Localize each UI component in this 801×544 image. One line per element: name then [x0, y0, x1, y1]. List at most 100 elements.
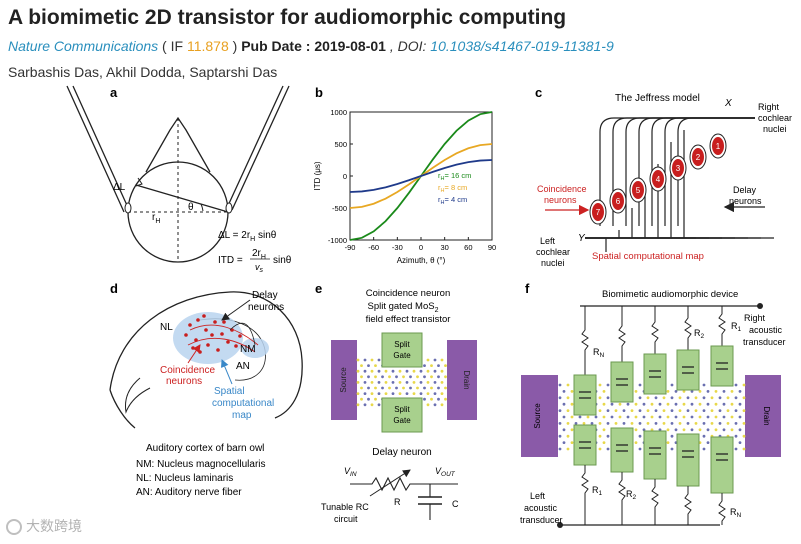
lattice-atom — [710, 396, 714, 400]
lattice-atom — [558, 383, 562, 387]
lattice-atom — [710, 409, 714, 412]
resistor-bottom — [718, 493, 726, 525]
delay-neurons-2: neurons — [248, 302, 284, 313]
lattice-atom — [690, 415, 694, 419]
panel-f: f Biomimetic audiomorphic device Source … — [520, 281, 786, 528]
delay-label-2: neurons — [729, 196, 762, 206]
lattice-atom — [437, 386, 440, 390]
x-tick-label: 30 — [440, 243, 448, 252]
f-device-array — [573, 306, 734, 525]
lattice-atom — [412, 369, 416, 373]
lattice-atom — [367, 397, 370, 401]
lattice-atom — [426, 403, 430, 407]
panel-b-label: b — [315, 85, 323, 100]
lattice-atom — [558, 396, 562, 400]
panel-c-label: c — [535, 85, 542, 100]
neuron-number: 1 — [716, 142, 721, 151]
lattice-atom — [650, 402, 654, 406]
axon-right — [677, 117, 755, 226]
owl-spatial-3: map — [232, 410, 252, 421]
lattice-atom — [674, 428, 678, 432]
lattice-atom — [426, 392, 430, 395]
lattice-atom — [598, 409, 602, 412]
lattice-atom — [722, 415, 726, 419]
e-split-gate-top — [381, 332, 423, 368]
lattice-atom — [440, 358, 444, 362]
neuron-number: 2 — [696, 153, 701, 162]
lattice-atom — [426, 369, 430, 373]
resistor-top — [718, 306, 726, 346]
lattice-atom — [381, 375, 384, 379]
lattice-atom — [416, 375, 419, 379]
lattice-atom — [402, 375, 405, 379]
f-rn-top: RN — [593, 347, 605, 359]
theta-label: θ — [188, 202, 194, 213]
e-split-gate-bottom — [381, 397, 423, 433]
lattice-atom — [678, 409, 682, 412]
lattice-atom — [430, 364, 433, 367]
watermark: 大数跨境 — [6, 516, 82, 536]
jeffress-axons — [585, 117, 774, 252]
axon-right — [638, 117, 755, 226]
lattice-atom — [654, 396, 658, 400]
lattice-atom — [702, 383, 706, 387]
neuron-dot — [191, 346, 195, 350]
lattice-atom — [370, 369, 374, 373]
lattice-atom — [570, 390, 574, 393]
lattice-atom — [630, 409, 634, 412]
x-tick-label: -90 — [345, 243, 356, 252]
lattice-atom — [706, 441, 710, 444]
lattice-atom — [356, 369, 360, 373]
f-drain-electrode — [745, 375, 781, 457]
lattice-atom — [363, 403, 367, 407]
f-source-label: Source — [533, 403, 542, 429]
neuron-dot — [210, 333, 214, 337]
lattice-atom — [666, 428, 670, 432]
lattice-atom — [618, 415, 622, 419]
lattice-atom — [638, 409, 642, 412]
resistor-top — [651, 306, 659, 354]
lattice-atom — [409, 386, 412, 390]
lattice-atom — [412, 392, 416, 395]
lattice-atom — [356, 403, 360, 407]
lattice-atom — [706, 428, 710, 432]
right-nuclei-1: Right — [758, 102, 780, 112]
doi-link[interactable]: 10.1038/s41467-019-11381-9 — [430, 38, 614, 54]
y-tick-label: -1000 — [328, 236, 347, 245]
lattice-atom — [562, 402, 566, 406]
lattice-atom — [678, 422, 682, 425]
f-right-2: acoustic — [749, 325, 783, 335]
e-source-label: Source — [339, 367, 348, 393]
gate-cap-top — [610, 361, 634, 403]
panel-e-label: e — [315, 281, 322, 296]
lattice-atom — [444, 386, 447, 390]
lattice-atom — [409, 375, 412, 379]
lattice-atom — [374, 375, 377, 379]
lattice-atom — [694, 422, 698, 425]
lattice-atom — [666, 390, 670, 393]
lattice-atom — [682, 428, 686, 432]
lattice-atom — [602, 441, 606, 444]
lattice-atom — [714, 428, 718, 432]
journal-link[interactable]: Nature Communications — [8, 38, 159, 54]
lattice-atom — [566, 422, 570, 425]
lattice-atom — [423, 375, 426, 379]
neuron-dot — [196, 318, 200, 322]
lattice-atom — [606, 409, 610, 412]
lattice-atom — [419, 392, 423, 395]
lattice-atom — [384, 381, 388, 384]
lattice-atom — [742, 447, 746, 451]
doi-label: , DOI: — [385, 38, 431, 54]
lattice-atom — [666, 415, 670, 419]
gate-cap-top — [573, 374, 597, 416]
lattice-atom — [698, 428, 702, 432]
panel-a-label: a — [110, 85, 118, 100]
lattice-atom — [734, 434, 738, 438]
lattice-atom — [734, 383, 738, 387]
lattice-atom — [430, 397, 433, 401]
e-gate-bot-l1: Split — [394, 405, 410, 414]
lattice-atom — [395, 375, 398, 379]
lattice-atom — [606, 396, 610, 400]
pub-date: 2019-08-01 — [314, 38, 386, 54]
